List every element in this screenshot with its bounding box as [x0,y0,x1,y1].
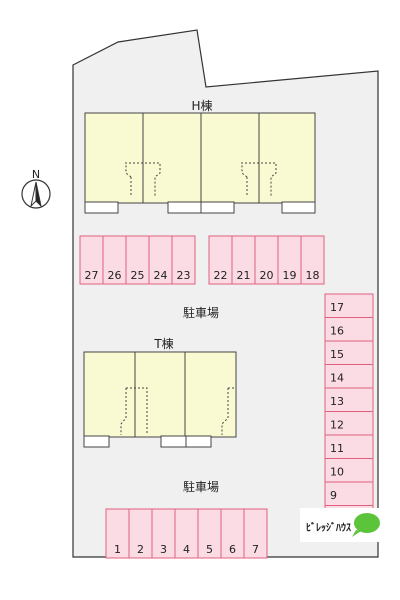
compass-north-label: N [32,168,40,181]
parking-stall: 16 [324,317,374,342]
parking-stall: 17 [324,293,374,318]
parking-stall: 4 [174,508,199,559]
parking-stall-number: 12 [330,419,344,432]
logo-wordmark: ﾋﾞﾚｯｼﾞﾊｳｽ [306,521,351,534]
north-compass: N [21,168,51,209]
parking-row-upper-right: 22 21 20 19 18 [208,235,325,285]
parking-stall-number: 19 [283,269,297,282]
parking-stall: 15 [324,340,374,365]
parking-stall-number: 21 [237,269,251,282]
parking-stall-number: 25 [131,269,145,282]
stair-outline [120,387,148,435]
parking-stall: 1 [105,508,130,559]
parking-stall-number: 13 [330,395,344,408]
parking-stall-number: 6 [229,543,236,556]
parking-stall-number: 18 [306,269,320,282]
parking-stall-number: 7 [252,543,259,556]
parking-stall: 3 [151,508,176,559]
building-h-body [84,112,316,204]
parking-stall-number: 10 [330,466,344,479]
company-logo: ﾋﾞﾚｯｼﾞﾊｳｽ [300,508,380,542]
entrance-step [200,201,235,214]
parking-stall: 21 [231,235,256,285]
parking-stall-number: 1 [114,543,121,556]
parking-stall-number: 11 [330,442,344,455]
parking-stall: 9 [324,481,374,506]
parking-stall: 11 [324,434,374,459]
parking-stall: 14 [324,364,374,389]
parking-stall-number: 3 [160,543,167,556]
parking-stall-number: 4 [183,543,190,556]
parking-stall: 27 [79,235,104,285]
parking-stall-number: 15 [330,348,344,361]
logo-leaf-tail-icon [352,530,361,537]
parking-stall: 24 [148,235,173,285]
building-t: T棟 [83,336,237,448]
parking-stall-number: 26 [108,269,122,282]
parking-stall-number: 14 [330,372,344,385]
entrance-step [160,435,187,448]
entrance-step [167,201,202,214]
parking-stall-number: 9 [330,489,337,502]
parking-stall: 19 [277,235,302,285]
parking-stall: 23 [171,235,196,285]
compass-needle-right [35,181,42,208]
parking-stall: 6 [220,508,245,559]
entrance-step [84,201,119,214]
parking-stall: 5 [197,508,222,559]
entrance-step [185,435,212,448]
parking-stall-number: 2 [137,543,144,556]
parking-stall-number: 27 [85,269,99,282]
stair-outline [241,162,277,196]
parking-stall: 22 [208,235,233,285]
entrance-step [281,201,316,214]
parking-stall-box [243,508,268,559]
building-h: H棟 [84,98,316,214]
parking-stall-number: 22 [214,269,228,282]
building-h-label: H棟 [191,98,212,113]
entrance-step [83,435,110,448]
parking-stall: 12 [324,411,374,436]
parking-stall-number: 23 [177,269,191,282]
parking-stall: 2 [128,508,153,559]
parking-stall-number: 24 [154,269,168,282]
parking-area-label: 駐車場 [183,479,219,494]
parking-stall: 13 [324,387,374,412]
logo-leaf-icon [354,513,380,533]
parking-stall-box [300,235,325,285]
parking-stall-number: 20 [260,269,274,282]
parking-stall-number: 16 [330,325,344,338]
stair-outline [125,162,161,196]
building-t-label: T棟 [153,336,173,351]
parking-stall-number: 17 [330,301,344,314]
parking-stall: 20 [254,235,279,285]
stair-outline [221,387,236,435]
parking-stall: 10 [324,458,374,483]
parking-row-bottom: 1 2 3 4 5 6 7 [105,508,268,559]
parking-stall: 18 [300,235,325,285]
parking-stall-number: 5 [206,543,213,556]
parking-stall: 25 [125,235,150,285]
parking-stall-box [171,235,196,285]
parking-area-label: 駐車場 [183,305,219,320]
parking-row-upper-left: 27 26 25 24 23 [79,235,196,285]
parking-row-right-column: 171615141312111098 [324,293,374,530]
building-t-body [83,351,237,438]
parking-stall: 7 [243,508,268,559]
parking-stall: 26 [102,235,127,285]
